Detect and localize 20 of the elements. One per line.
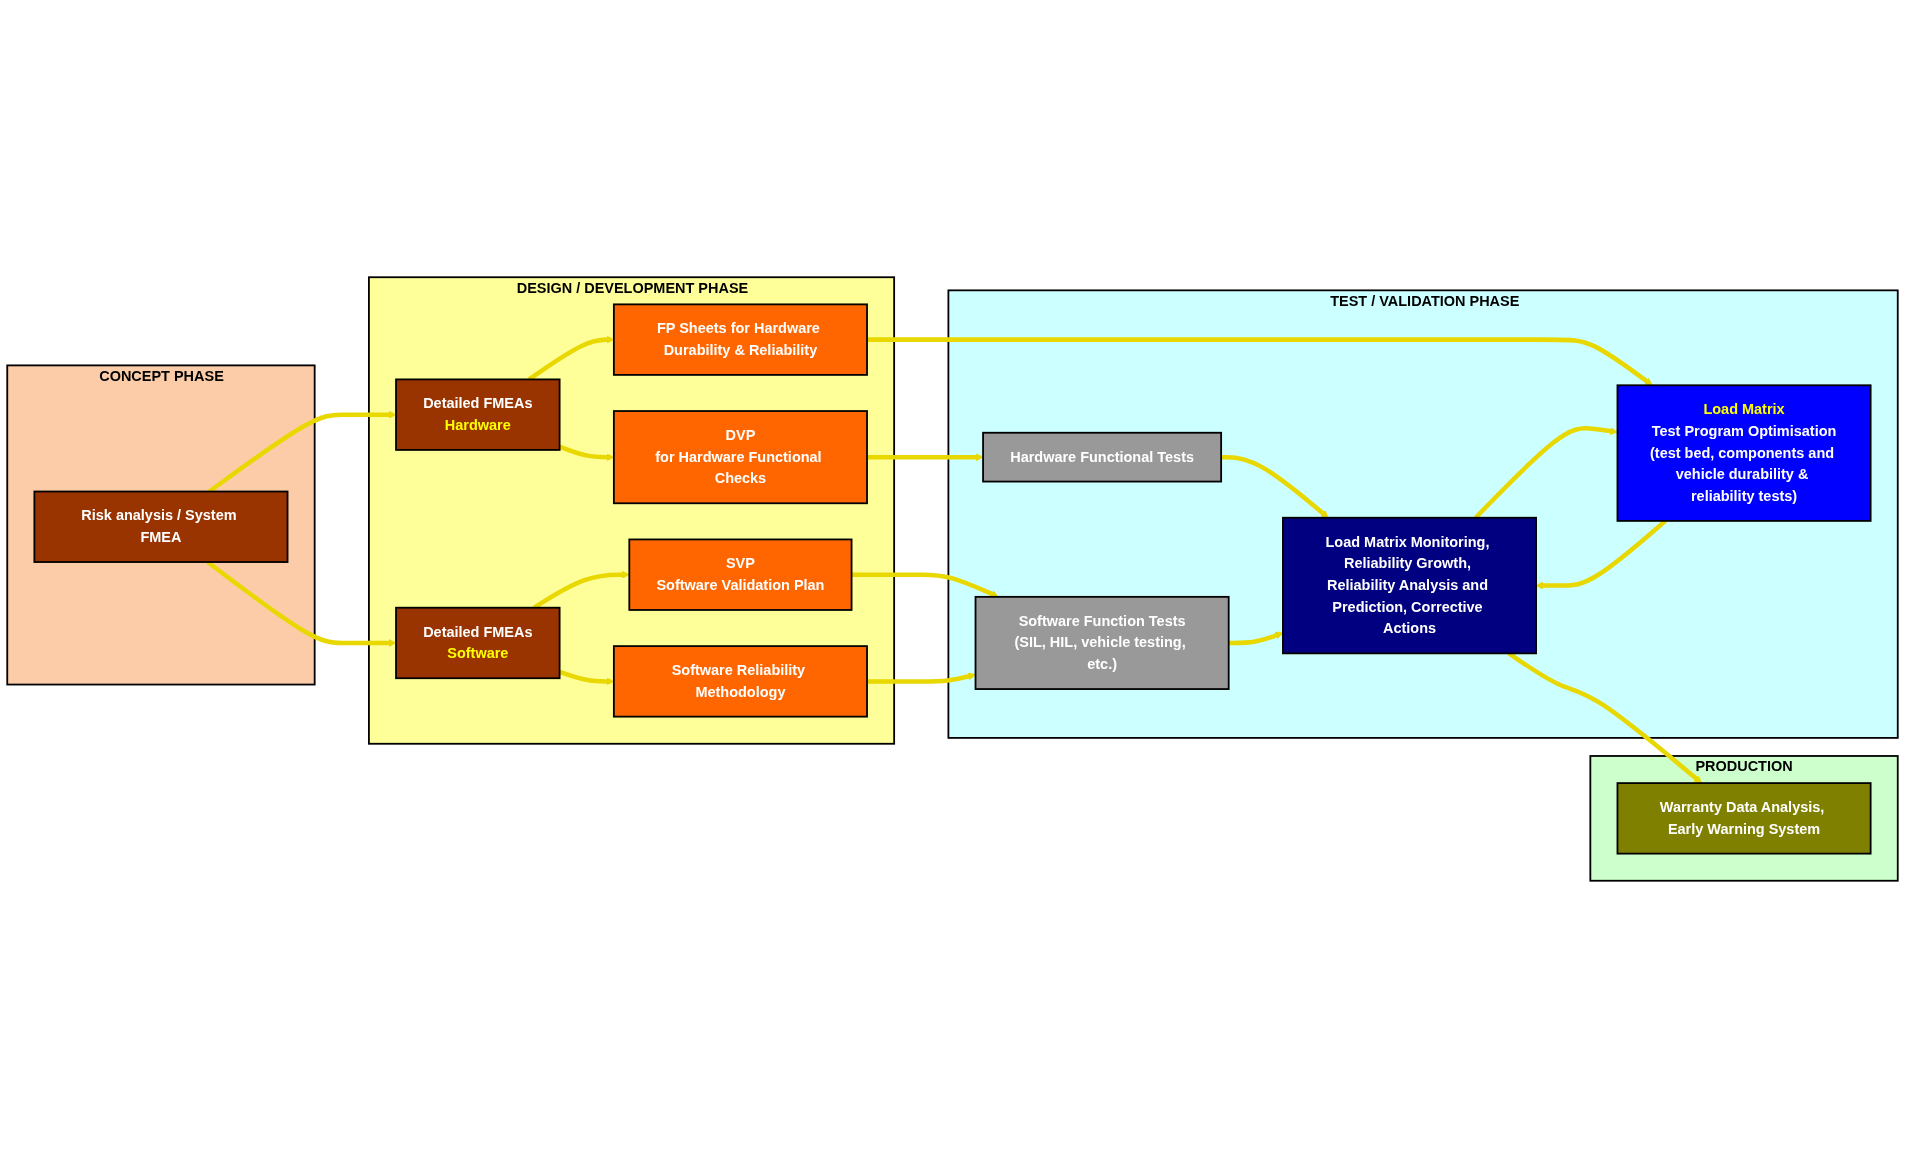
node-box: Hardware Functional Tests	[982, 431, 1223, 482]
node-box: Software Reliability Methodology	[612, 644, 868, 718]
node-box: Detailed FMEAs Software	[395, 606, 561, 679]
arrow	[1473, 425, 1618, 519]
node-box: Load Matrix Monitoring, Reliability Growth, Reliability Analysis and Prediction, Corrective Actions	[1282, 516, 1537, 654]
arrow	[1221, 454, 1329, 518]
arrow	[1507, 651, 1703, 783]
node-box: Risk analysis / System FMEA	[33, 490, 289, 563]
arrow	[867, 672, 976, 684]
node-box: DVP for Hardware Functional Checks	[612, 409, 868, 504]
arrow	[207, 410, 397, 493]
node-box: SVP Software Validation Plan	[628, 538, 853, 611]
node-box: Software Function Tests (SIL, HIL, vehicle testing, etc.)	[974, 595, 1230, 690]
arrow	[867, 336, 1653, 386]
node-box: Detailed FMEAs Hardware	[395, 378, 561, 451]
node-box: Warranty Data Analysis, Early Warning System	[1616, 781, 1872, 855]
node-box: FP Sheets for Hardware Durability & Reliability	[612, 302, 868, 376]
arrow	[851, 571, 999, 598]
arrow	[867, 452, 984, 461]
node-box: Load Matrix Test Program Optimisation (test bed, components and vehicle durability & reliability tests)	[1616, 383, 1872, 522]
